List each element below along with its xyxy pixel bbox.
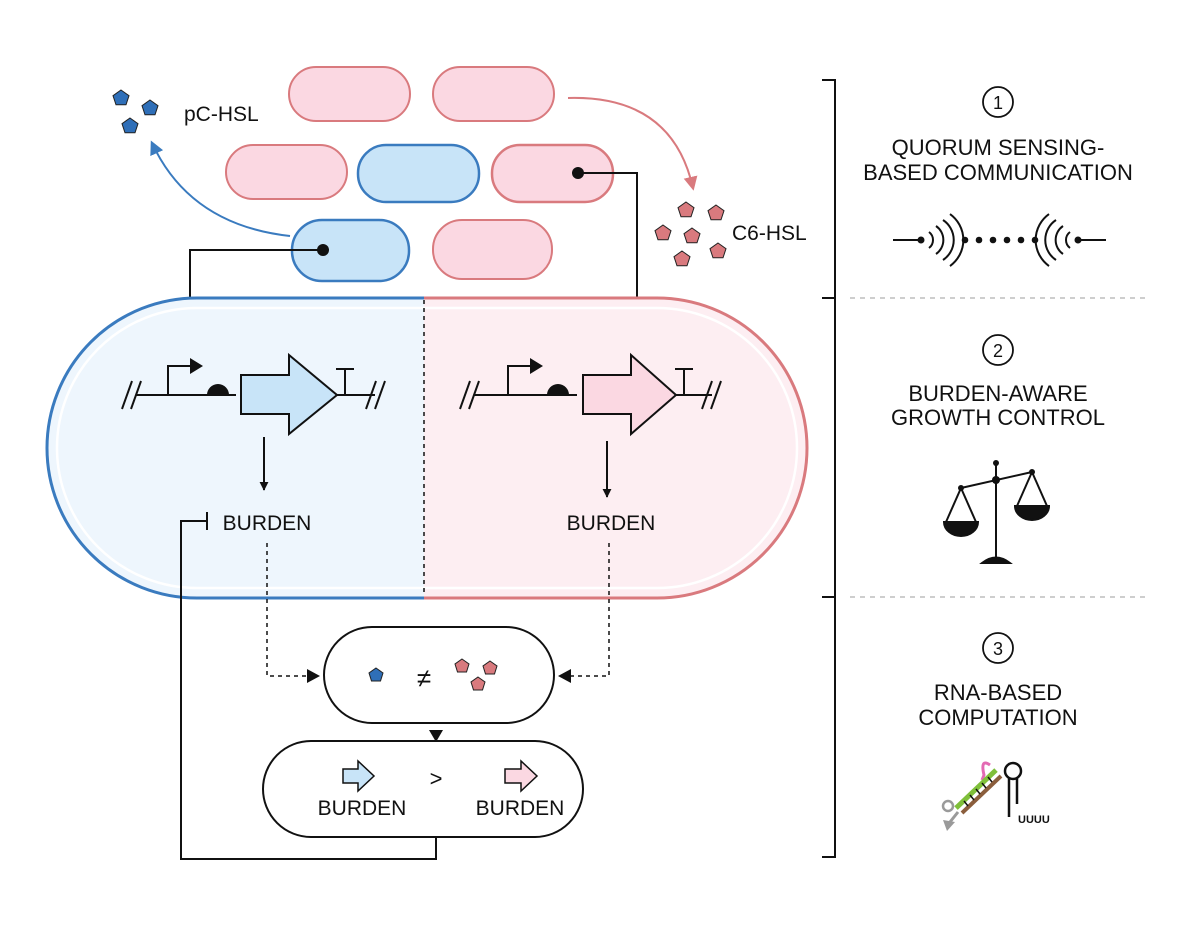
pc-hsl-label: pC-HSL xyxy=(184,103,259,126)
panel-burden-aware: 2 BURDEN-AWARE GROWTH CONTROL xyxy=(891,334,1105,564)
promoter-arrowhead xyxy=(190,358,203,374)
c6-hsl-molecules xyxy=(654,201,727,267)
bacterium-blue xyxy=(356,143,481,204)
rna-hairpin-icon: UUUU xyxy=(941,761,1050,831)
panel-title-line2: GROWTH CONTROL xyxy=(891,405,1105,430)
burden-comparison-node xyxy=(262,740,584,838)
uuuu-label: UUUU xyxy=(1018,814,1050,826)
promoter-icon xyxy=(507,365,530,395)
panel-bracket xyxy=(822,79,836,858)
zoom-connectors xyxy=(189,172,638,298)
promoter-icon xyxy=(167,365,190,395)
pc-hsl-molecule xyxy=(112,89,130,106)
bacterium-red xyxy=(432,66,555,122)
zoomed-cell-inner-outline xyxy=(55,306,799,590)
blue-gene-icon xyxy=(342,759,376,793)
blue-signal-arrow xyxy=(150,140,291,237)
terminator-icon xyxy=(336,368,354,395)
blue-cell-callout-line xyxy=(189,249,323,298)
blue-cell-callout-dot xyxy=(317,244,329,256)
panel-number: 2 xyxy=(993,341,1003,361)
c6-hsl-molecule xyxy=(683,227,701,244)
panel-title-line1: QUORUM SENSING- xyxy=(892,135,1105,160)
signal-wave-icon xyxy=(893,213,1106,267)
feedback-inhibition-line xyxy=(180,520,437,860)
red-gene-cds xyxy=(582,352,678,437)
c6-hsl-molecule xyxy=(654,224,672,241)
pc-hsl-molecules xyxy=(112,89,159,134)
pc-hsl-molecule xyxy=(141,99,159,116)
right-burden-label: BURDEN xyxy=(567,512,656,535)
blue-gene-circuit xyxy=(121,352,386,437)
panel-rna-computation: 3 RNA-BASED COMPUTATION UUUU xyxy=(918,632,1078,831)
right-sensing-arrowhead xyxy=(558,669,571,683)
c6-hsl-molecule xyxy=(673,250,691,267)
blue-molecule-icon xyxy=(368,667,384,682)
panel-number: 1 xyxy=(993,93,1003,113)
red-signal-arrow xyxy=(567,96,698,191)
left-sensing-arrowhead xyxy=(307,669,320,683)
inequality-symbol: ≠ xyxy=(417,663,431,693)
c6-hsl-molecule xyxy=(677,201,695,218)
rbs-icon xyxy=(547,384,569,395)
node-connector-arrowhead xyxy=(429,730,443,742)
panel-number-badge xyxy=(982,632,1014,664)
rbs-icon xyxy=(207,384,229,395)
panel-quorum-sensing: 1 QUORUM SENSING- BASED COMMUNICATION xyxy=(863,86,1133,267)
signal-comparison-node xyxy=(323,626,555,724)
panel-number-badge xyxy=(982,334,1014,366)
red-cell-callout-line xyxy=(578,172,638,298)
blue-gene-cds xyxy=(240,352,339,437)
terminator-icon xyxy=(675,368,693,395)
red-molecules-icon xyxy=(454,658,498,691)
red-gene-icon xyxy=(504,759,539,793)
bacterium-red xyxy=(288,66,411,122)
panel-title-line2: BASED COMMUNICATION xyxy=(863,160,1133,185)
bacteria-cluster xyxy=(225,66,615,283)
pc-hsl-molecule xyxy=(121,117,139,134)
c6-hsl-molecule xyxy=(709,242,727,259)
panel-title-line2: COMPUTATION xyxy=(918,705,1077,730)
burden-sensing-paths xyxy=(266,543,610,677)
panel-number-badge xyxy=(982,86,1014,118)
zoomed-cell-blue-half xyxy=(47,298,424,598)
panel-title-line1: BURDEN-AWARE xyxy=(908,381,1087,406)
zoomed-cell xyxy=(45,296,809,600)
bacterium-red xyxy=(432,219,553,280)
c6-hsl-label: C6-HSL xyxy=(732,222,807,245)
balance-scale-icon xyxy=(942,460,1051,564)
zoomed-cell-red-half xyxy=(424,298,807,598)
compare-right-burden: BURDEN xyxy=(476,797,565,820)
panel-title-line1: RNA-BASED xyxy=(934,680,1062,705)
red-gene-circuit xyxy=(459,352,722,437)
left-burden-label: BURDEN xyxy=(223,512,312,535)
red-cell-callout-dot xyxy=(572,167,584,179)
compare-left-burden: BURDEN xyxy=(318,797,407,820)
c6-hsl-molecule xyxy=(707,204,725,221)
zoomed-cell-blue-membrane xyxy=(45,296,424,600)
zoomed-cell-red-membrane xyxy=(424,296,809,600)
panel-number: 3 xyxy=(993,639,1003,659)
bacterium-red xyxy=(225,144,348,200)
promoter-arrowhead xyxy=(530,358,543,374)
greater-than-symbol: > xyxy=(430,766,443,791)
